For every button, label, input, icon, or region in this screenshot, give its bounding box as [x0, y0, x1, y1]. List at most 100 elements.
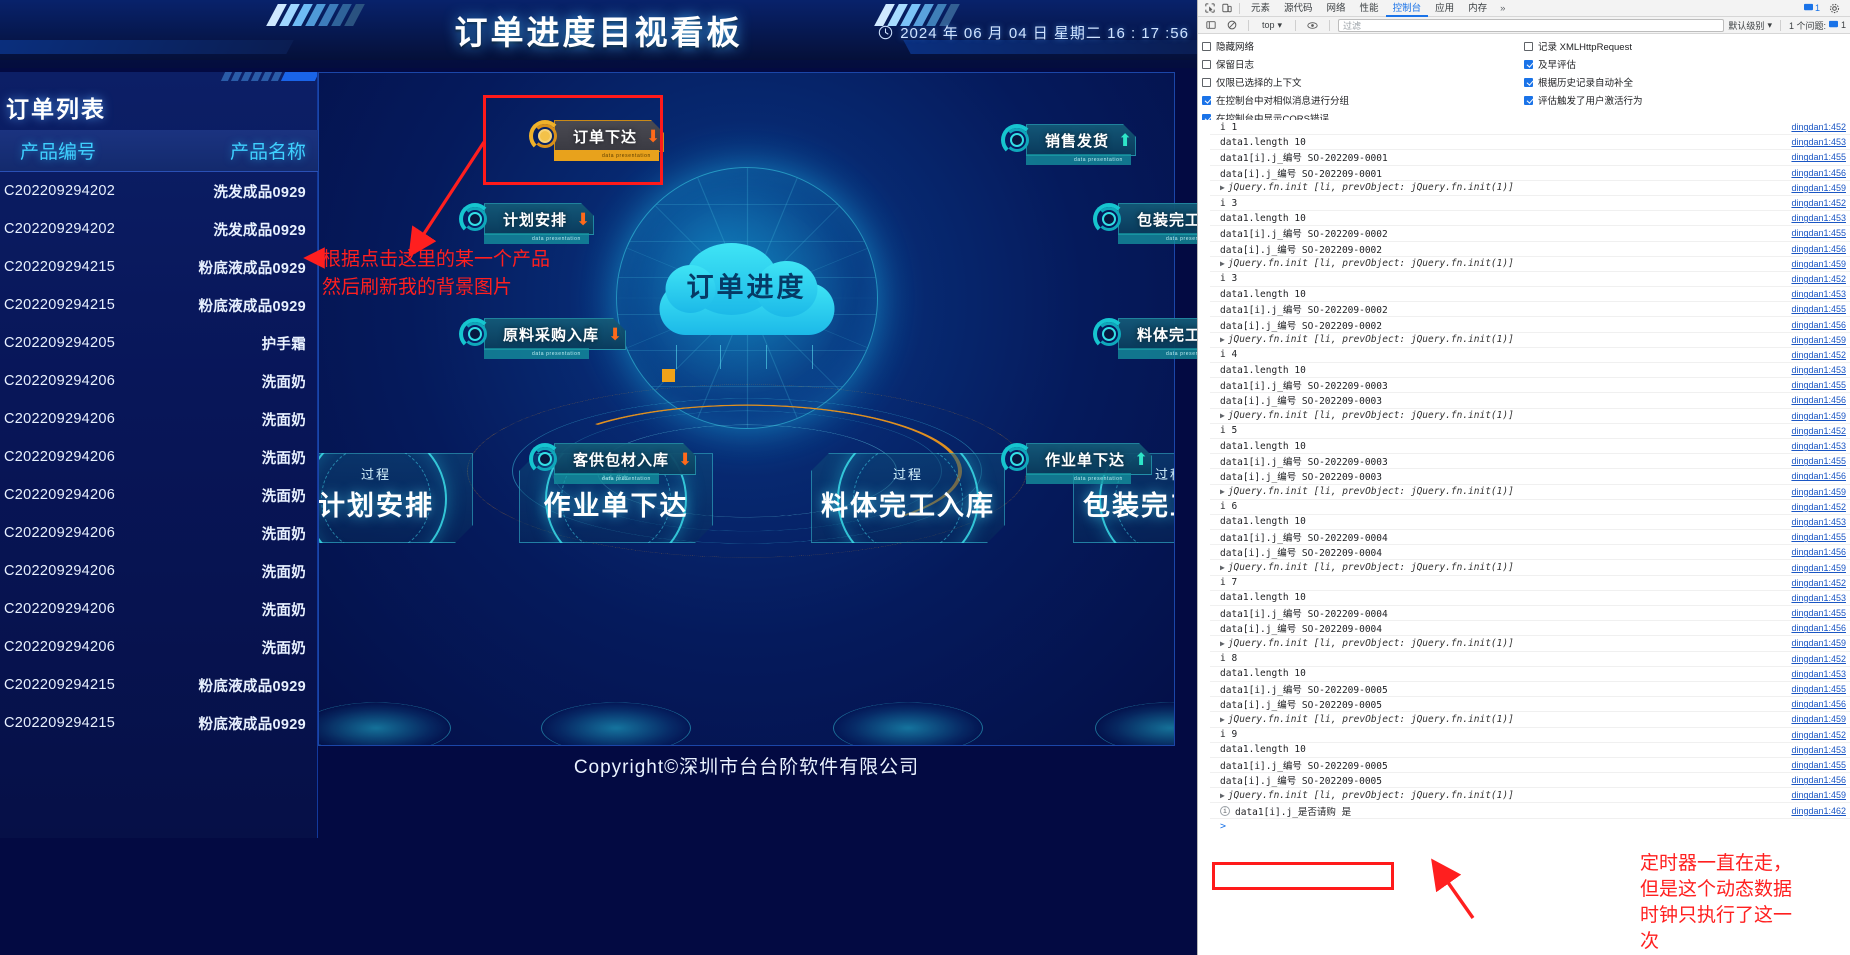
console-log-source[interactable]: dingdan1:455	[1791, 380, 1846, 391]
gear-icon[interactable]	[1826, 1, 1843, 16]
console-option[interactable]: 保留日志	[1202, 55, 1524, 73]
checkbox-icon[interactable]	[1524, 41, 1533, 51]
console-log-source[interactable]: dingdan1:453	[1791, 668, 1846, 679]
console-log-source[interactable]: dingdan1:459	[1791, 638, 1846, 649]
stage-badge[interactable]: 销售发货⬆data presentation	[1000, 124, 1132, 165]
console-log-row[interactable]: ▶jQuery.fn.init [li, prevObject: jQuery.…	[1210, 257, 1850, 272]
console-log-row[interactable]: ▶jQuery.fn.init [li, prevObject: jQuery.…	[1210, 333, 1850, 348]
console-option[interactable]: 及早评估	[1524, 55, 1846, 73]
stage-badge[interactable]: 订单下达⬇data presentation	[528, 120, 660, 161]
console-log-source[interactable]: dingdan1:456	[1791, 243, 1846, 254]
console-log-row[interactable]: ▶jQuery.fn.init [li, prevObject: jQuery.…	[1210, 485, 1850, 500]
console-log-row[interactable]: ▶jQuery.fn.init [li, prevObject: jQuery.…	[1210, 181, 1850, 196]
console-log-source[interactable]: dingdan1:452	[1791, 577, 1846, 588]
tab-elements[interactable]: 元素	[1251, 2, 1271, 14]
tab-performance[interactable]: 性能	[1359, 2, 1379, 14]
console-log-source[interactable]: dingdan1:455	[1791, 304, 1846, 315]
stage-badge[interactable]: 计划安排⬇data presentation	[458, 203, 590, 244]
console-log-source[interactable]: dingdan1:453	[1791, 137, 1846, 148]
console-log-row[interactable]: ▶jQuery.fn.init [li, prevObject: jQuery.…	[1210, 560, 1850, 576]
console-log-source[interactable]: dingdan1:452	[1791, 729, 1846, 740]
console-log-source[interactable]: dingdan1:453	[1791, 365, 1846, 376]
expand-triangle-icon[interactable]: ▶	[1220, 183, 1225, 193]
console-log-source[interactable]: dingdan1:456	[1791, 775, 1846, 786]
console-log-source[interactable]: dingdan1:453	[1791, 744, 1846, 755]
expand-triangle-icon[interactable]: ▶	[1220, 563, 1225, 573]
console-log-source[interactable]: dingdan1:459	[1791, 790, 1846, 801]
console-log-source[interactable]: dingdan1:456	[1791, 319, 1846, 330]
stage-badge[interactable]: 客供包材入库⬇data presentation	[528, 443, 692, 484]
tab-console[interactable]: 控制台	[1386, 0, 1429, 17]
console-log-source[interactable]: dingdan1:455	[1791, 684, 1846, 695]
stage-badge[interactable]: 作业单下达⬆data presentation	[1000, 443, 1148, 484]
console-log-row[interactable]: ▶jQuery.fn.init [li, prevObject: jQuery.…	[1210, 409, 1850, 424]
process-card[interactable]: 过程料体完工入库	[811, 453, 1005, 543]
checkbox-icon[interactable]	[1524, 59, 1533, 69]
console-option[interactable]: 评估触发了用户激活行为	[1524, 91, 1846, 109]
console-log-source[interactable]: dingdan1:452	[1791, 425, 1846, 436]
expand-triangle-icon[interactable]: ▶	[1220, 638, 1225, 648]
process-card[interactable]: 过程计划安排	[318, 453, 473, 543]
expand-triangle-icon[interactable]: ▶	[1220, 259, 1225, 269]
console-log-source[interactable]: dingdan1:459	[1791, 562, 1846, 573]
console-log-source[interactable]: dingdan1:455	[1791, 152, 1846, 163]
expand-triangle-icon[interactable]: ▶	[1220, 714, 1225, 724]
checkbox-icon[interactable]	[1524, 77, 1533, 87]
console-log-source[interactable]: dingdan1:453	[1791, 213, 1846, 224]
tab-network[interactable]: 网络	[1326, 2, 1346, 14]
console-log-source[interactable]: dingdan1:456	[1791, 395, 1846, 406]
console-option[interactable]: 隐藏网络	[1202, 37, 1524, 55]
stage-badge[interactable]: 包装完工入库⬆data presentation	[1092, 203, 1197, 244]
live-expression-icon[interactable]	[1304, 18, 1321, 33]
log-level-select[interactable]: 默认级别 ▾	[1728, 19, 1772, 32]
tab-application[interactable]: 应用	[1435, 2, 1455, 14]
console-log-source[interactable]: dingdan1:453	[1791, 289, 1846, 300]
filter-input[interactable]: 过滤	[1338, 18, 1725, 32]
console-log-source[interactable]: dingdan1:455	[1791, 228, 1846, 239]
tab-sources[interactable]: 源代码	[1284, 2, 1313, 14]
expand-triangle-icon[interactable]: ▶	[1220, 790, 1225, 800]
console-log-source[interactable]: dingdan1:459	[1791, 258, 1846, 269]
console-option[interactable]: 根据历史记录自动补全	[1524, 73, 1846, 91]
